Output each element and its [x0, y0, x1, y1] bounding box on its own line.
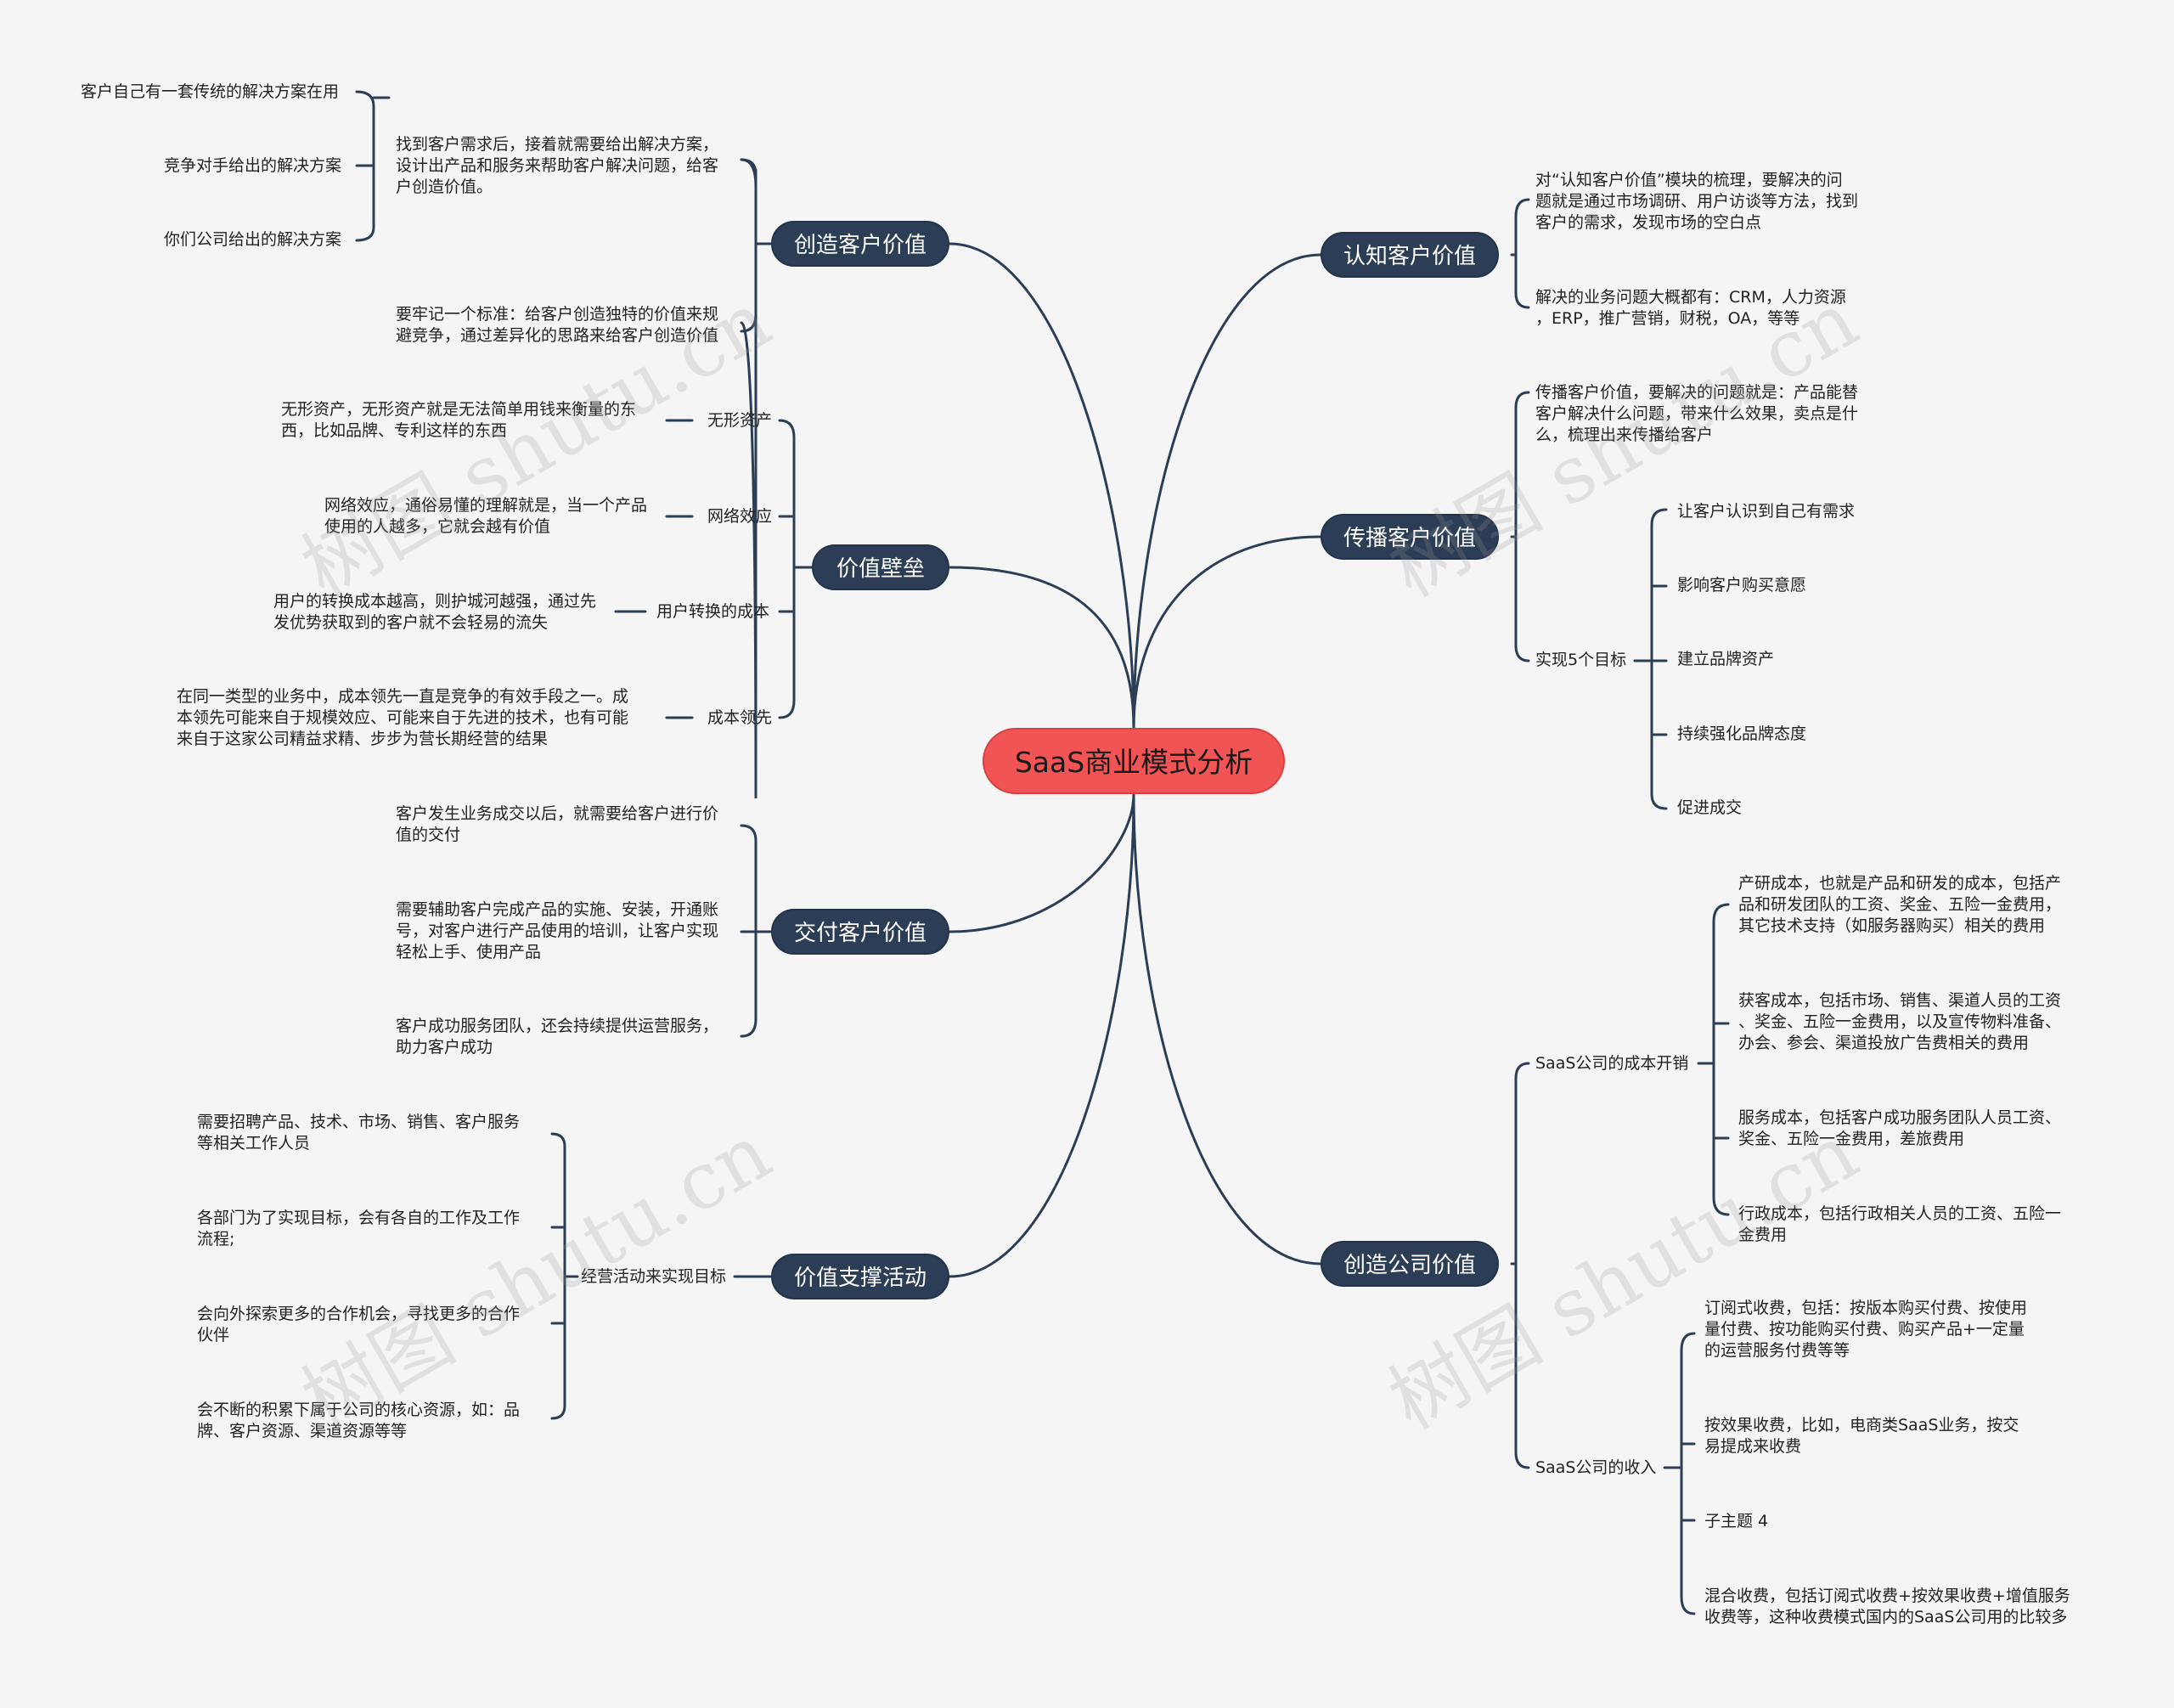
node-recognize-value[interactable]: 认知客户价值: [1321, 232, 1499, 278]
node-value-barrier[interactable]: 价值壁垒: [812, 544, 949, 590]
support-item: 会向外探索更多的合作机会，寻找更多的合作 伙伴: [197, 1305, 521, 1344]
spread-goal: 促进成交: [1677, 798, 1743, 817]
barrier-desc: 无形资产，无形资产就是无法简单用钱来衡量的东 西，比如品牌、专利这样的东西: [281, 400, 637, 440]
support-item: 各部门为了实现目标，会有各自的工作及工作 流程;: [197, 1209, 521, 1249]
income-item: 混合收费，包括订阅式收费+按效果收费+增值服务 收费等，这种收费模式国内的Saa…: [1704, 1587, 2070, 1626]
income-item: 订阅式收费，包括：按版本购买付费、按使用 量付费、按功能购买付费、购买产品+一定…: [1704, 1299, 2028, 1360]
support-item: 需要招聘产品、技术、市场、销售、客户服务 等相关工作人员: [197, 1113, 521, 1153]
support-label: 经营活动来实现目标: [581, 1267, 727, 1286]
node-deliver-value[interactable]: 交付客户价值: [771, 909, 949, 955]
barrier-desc: 用户的转换成本越高，则护城河越强，通过先 发优势获取到的客户就不会轻易的流失: [273, 592, 597, 632]
spread-goal: 影响客户购买意愿: [1677, 576, 1807, 595]
spread-goal: 让客户认识到自己有需求: [1677, 502, 1856, 521]
cost-item: 服务成本，包括客户成功服务团队人员工资、 奖金、五险一金费用，差旅费用: [1738, 1108, 2062, 1148]
barrier-label: 用户转换的成本: [656, 602, 770, 621]
text-create-intro: 找到客户需求后，接着就需要给出解决方案， 设计出产品和服务来帮助客户解决问题，给…: [396, 135, 719, 196]
cost-item: 行政成本，包括行政相关人员的工资、五险一 金费用: [1738, 1204, 2062, 1244]
root-node[interactable]: SaaS商业模式分析: [983, 728, 1285, 794]
deliver-item: 需要辅助客户完成产品的实施、安装，开通账 号，对客户进行产品使用的培训，让客户实…: [396, 900, 719, 961]
cost-item: 获客成本，包括市场、销售、渠道人员的工资 、奖金、五险一金费用，以及宣传物料准备…: [1738, 991, 2062, 1052]
cost-item: 产研成本，也就是产品和研发的成本，包括产 品和研发团队的工资、奖金、五险一金费用…: [1738, 874, 2062, 935]
barrier-label: 成本领先: [707, 708, 773, 727]
cost-label: SaaS公司的成本开销: [1535, 1054, 1689, 1073]
node-create-customer-value[interactable]: 创造客户价值: [771, 221, 949, 267]
barrier-label: 无形资产: [707, 411, 773, 430]
spread-goal-label: 实现5个目标: [1535, 651, 1627, 669]
support-item: 会不断的积累下属于公司的核心资源，如：品 牌、客户资源、渠道资源等等: [197, 1401, 521, 1440]
barrier-desc: 在同一类型的业务中，成本领先一直是竞争的有效手段之一。成 本领先可能来自于规模效…: [177, 687, 629, 748]
node-company-value[interactable]: 创造公司价值: [1321, 1241, 1499, 1287]
spread-intro: 传播客户价值，要解决的问题就是：产品能替 客户解决什么问题，带来什么效果，卖点是…: [1535, 383, 1859, 444]
text-create-option: 竞争对手给出的解决方案: [164, 156, 342, 175]
node-spread-value[interactable]: 传播客户价值: [1321, 514, 1499, 560]
text-create-standard: 要牢记一个标准：给客户创造独特的价值来规 避竞争，通过差异化的思路来给客户创造价…: [396, 305, 719, 345]
spread-goal: 建立品牌资产: [1677, 650, 1775, 668]
income-label: SaaS公司的收入: [1535, 1458, 1657, 1477]
recognize-item: 解决的业务问题大概都有：CRM，人力资源 ，ERP，推广营销，财税，OA，等等: [1535, 288, 1846, 328]
barrier-label: 网络效应: [707, 507, 773, 526]
spread-goal: 持续强化品牌态度: [1677, 724, 1807, 743]
barrier-desc: 网络效应，通俗易懂的理解就是，当一个产品 使用的人越多，它就会越有价值: [324, 496, 648, 536]
text-create-option: 客户自己有一套传统的解决方案在用: [81, 82, 340, 101]
recognize-item: 对“认知客户价值”模块的梳理，要解决的问 题就是通过市场调研、用户访谈等方法，找…: [1535, 171, 1859, 232]
node-support-activities[interactable]: 价值支撑活动: [771, 1254, 949, 1299]
income-item: 按效果收费，比如，电商类SaaS业务，按交 易提成来收费: [1704, 1416, 2019, 1456]
income-item: 子主题 4: [1704, 1512, 1769, 1530]
deliver-item: 客户成功服务团队，还会持续提供运营服务， 助力客户成功: [396, 1017, 719, 1057]
text-create-option: 你们公司给出的解决方案: [164, 230, 342, 249]
deliver-item: 客户发生业务成交以后，就需要给客户进行价 值的交付: [396, 804, 719, 844]
